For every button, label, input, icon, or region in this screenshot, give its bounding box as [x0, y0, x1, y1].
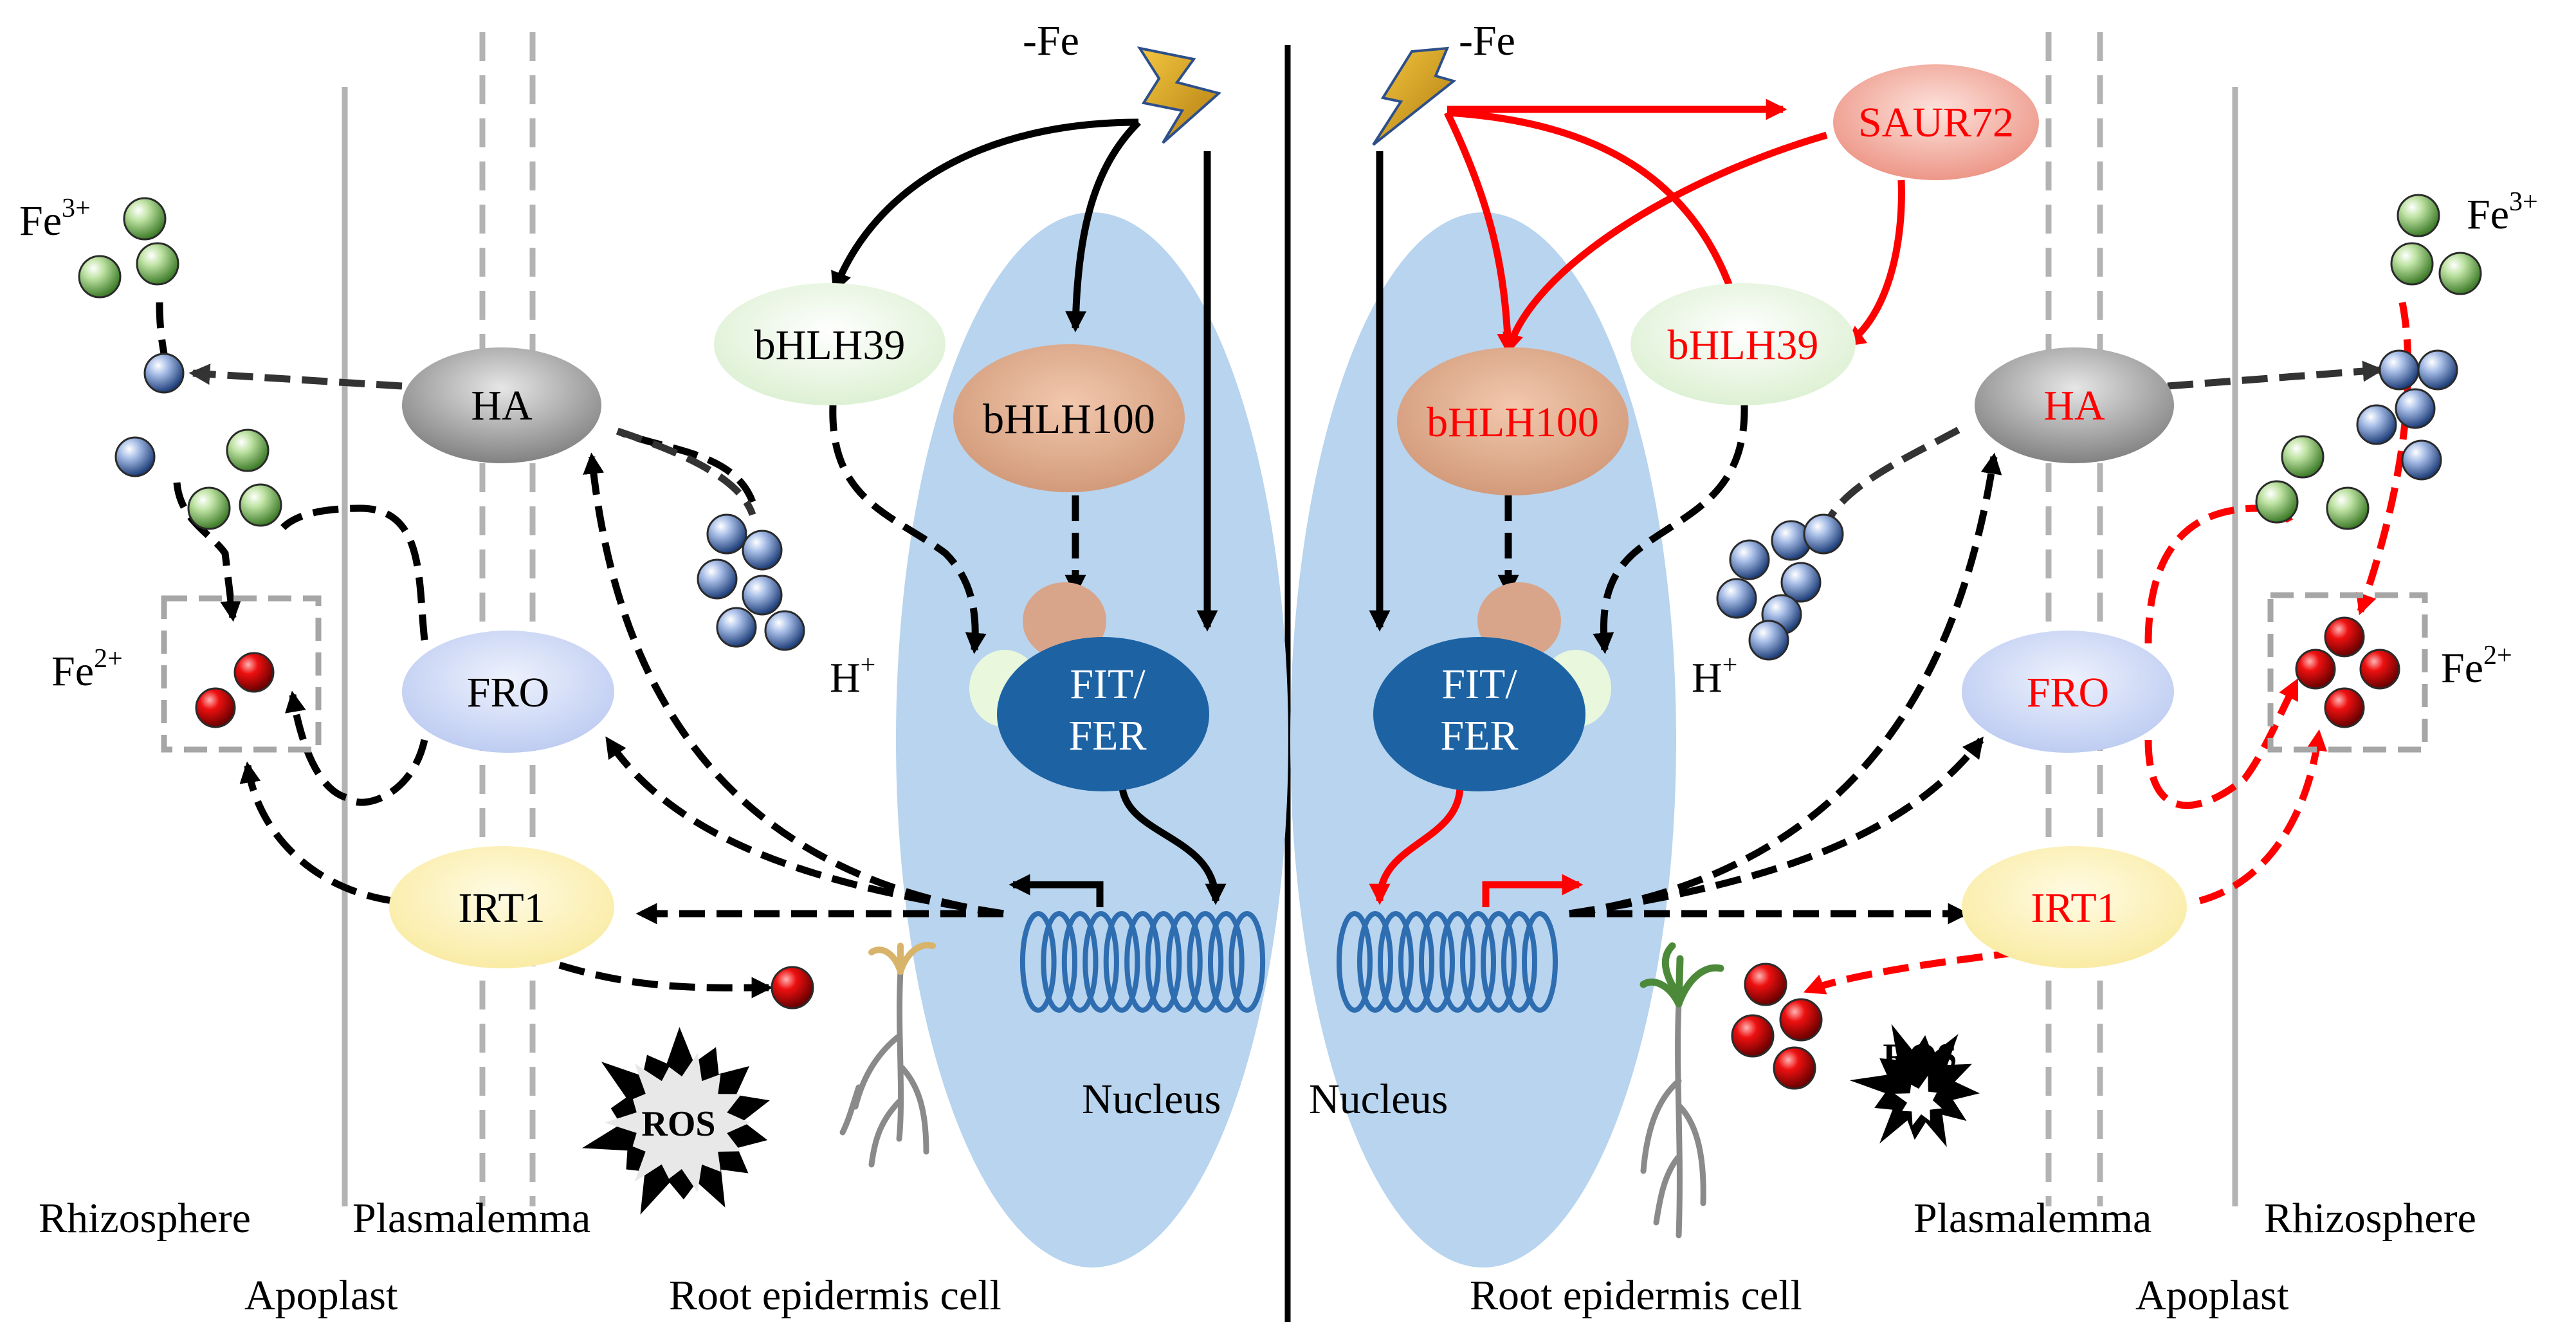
ros-label-right: ROS [1883, 1037, 1957, 1076]
dna-helix-right [1337, 911, 1558, 1013]
ros-label-left: ROS [641, 1104, 715, 1144]
irt1-protein-right [1962, 846, 2187, 968]
fit-fer-label-left-line1: FIT/ [1070, 661, 1146, 708]
dna-coil [1378, 911, 1414, 1013]
fit-fer-label-right-line2: FER [1440, 712, 1518, 759]
h-ions-right [1716, 349, 2458, 661]
dna-coil [1481, 911, 1517, 1013]
h-ions-left [114, 353, 805, 651]
dna-coil [1041, 911, 1078, 1013]
left-signal-arrows [831, 118, 1227, 905]
dna-coil [1124, 911, 1161, 1013]
ha-protein-left [402, 347, 601, 463]
bhlh100-protein-left [953, 344, 1185, 492]
apoplast-label-right: Apoplast [2135, 1272, 2288, 1319]
saur72-label: SAUR72 [1858, 99, 2014, 146]
plasmalemma-label-left: Plasmalemma [352, 1195, 590, 1242]
fit-fer-complex-right [1373, 637, 1585, 791]
irt1-label-right: IRT1 [2031, 885, 2117, 932]
nucleus-label-left: Nucleus [1082, 1076, 1221, 1123]
dna-coil [1229, 911, 1266, 1013]
right-membranes [2045, 32, 2238, 1206]
dna-coil [1337, 911, 1373, 1013]
promoter-arrow-right [1482, 874, 1584, 907]
root-cell-label-left: Root epidermis cell [669, 1272, 1001, 1319]
rhizosphere-label-left: Rhizosphere [39, 1195, 251, 1242]
fe2-box-right [2267, 592, 2428, 753]
fe2-ions-right [1731, 616, 2400, 1090]
bhlh100-label-right: bHLH100 [1427, 399, 1599, 446]
dna-coil [1166, 911, 1203, 1013]
fe3-label-right: Fe3+ [2467, 187, 2538, 238]
bhlh39-protein-left [714, 283, 945, 405]
lightning-icon [1137, 46, 1222, 144]
dashed-regulation-arrows [156, 302, 2002, 999]
saur72-protein [1833, 64, 2039, 180]
fit-fer-label-right-line1: FIT/ [1441, 661, 1517, 708]
fro-protein-left [402, 631, 614, 753]
dna-coil [1419, 911, 1455, 1013]
chlorotic-seedling-icon [839, 942, 936, 1168]
h-plus-label-left: H+ [830, 650, 875, 701]
fit-fer-label-left-line2: FER [1068, 712, 1146, 759]
h-plus-label-right: H+ [1692, 650, 1737, 701]
dna-coil [1207, 911, 1245, 1013]
dna-coil [1019, 911, 1057, 1013]
dna-coil [1061, 911, 1099, 1013]
nucleus-label-right: Nucleus [1309, 1076, 1448, 1123]
irt1-protein-left [389, 846, 614, 968]
dna-coil [1082, 911, 1119, 1013]
bhlh39-label-right: bHLH39 [1668, 322, 1819, 369]
right-red-dashed-arrows [1803, 301, 2412, 995]
fe3-label-left: Fe3+ [19, 194, 91, 244]
fe-deficiency-label-right: -Fe [1459, 17, 1515, 64]
dna-coil [1187, 911, 1224, 1013]
apoplast-label-left: Apoplast [244, 1272, 397, 1319]
lightning-icon [1372, 46, 1457, 146]
ros-burst-right [1849, 1024, 1980, 1147]
plasmalemma-label-right: Plasmalemma [1914, 1195, 2151, 1242]
dna-coil [1103, 911, 1140, 1013]
bhlh100-protein-right [1397, 347, 1629, 495]
dna-coil [1460, 911, 1496, 1013]
root-cell-label-right: Root epidermis cell [1470, 1272, 1802, 1319]
bhlh100-label-left: bHLH100 [983, 396, 1155, 443]
fe2-label-left: Fe2+ [51, 644, 123, 695]
right-red-signal-arrows [1369, 98, 1905, 905]
fe2-ions-left [195, 652, 814, 1010]
ha-label-right: HA [2043, 382, 2105, 429]
rhizosphere-label-right: Rhizosphere [2264, 1195, 2476, 1242]
dna-coil [1357, 911, 1393, 1013]
irt1-label-left: IRT1 [458, 885, 545, 932]
fro-label-left: FRO [467, 669, 549, 716]
fro-label-right: FRO [2027, 669, 2109, 716]
dna-coil [1522, 911, 1558, 1013]
fe-deficiency-label-left: -Fe [1023, 17, 1079, 64]
promoter-arrow-left [1009, 874, 1104, 907]
left-membranes [342, 32, 536, 1206]
fe2-label-right: Fe2+ [2441, 641, 2512, 692]
fro-protein-right [1962, 631, 2174, 753]
fe3-ions-left [78, 197, 282, 530]
fe2-box-left [161, 595, 322, 753]
ha-protein-right [1975, 347, 2174, 463]
dna-helix-left [1019, 911, 1266, 1013]
fe3-ions-right [2255, 194, 2482, 530]
dna-coil [1145, 911, 1182, 1013]
dna-coil [1439, 911, 1475, 1013]
bhlh39-label-left: bHLH39 [754, 322, 906, 369]
healthy-seedling-icon [1640, 942, 1724, 1239]
bhlh39-protein-right [1631, 283, 1856, 405]
ha-label-left: HA [471, 382, 533, 429]
fit-fer-complex-left [997, 637, 1209, 791]
ros-burst-left [581, 1027, 770, 1215]
dna-coil [1501, 911, 1537, 1013]
dna-coil [1398, 911, 1434, 1013]
